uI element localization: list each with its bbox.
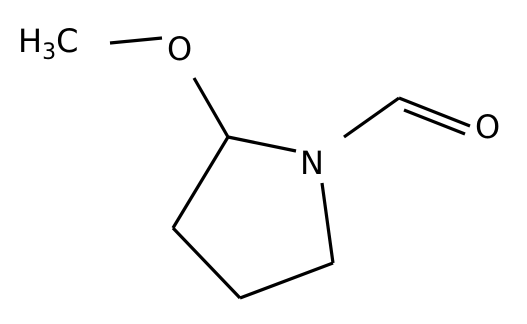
methyl-subscript: 3 (42, 40, 56, 65)
bond-carbonyl-oxygen-double (403, 108, 466, 136)
bond-c2-c3 (171, 136, 230, 229)
bond-c2-nitrogen (227, 135, 297, 153)
bond-nitrogen-carbonyl (343, 96, 400, 139)
carbonyl-oxygen-label: O (475, 108, 500, 146)
ring-nitrogen-label: N (300, 144, 324, 182)
methyl-label: H3C (18, 22, 78, 65)
bond-c5-nitrogen (320, 182, 335, 264)
bond-carbonyl-oxygen (398, 96, 471, 128)
methyl-carbon: C (56, 22, 78, 60)
bond-methyl-oxygen (109, 36, 163, 45)
bond-c4-c5 (239, 261, 334, 300)
ether-oxygen-label: O (167, 30, 192, 68)
bond-oxygen-c2 (192, 77, 230, 138)
methyl-hydrogen: H (18, 22, 42, 60)
bond-c3-c4 (171, 226, 242, 300)
